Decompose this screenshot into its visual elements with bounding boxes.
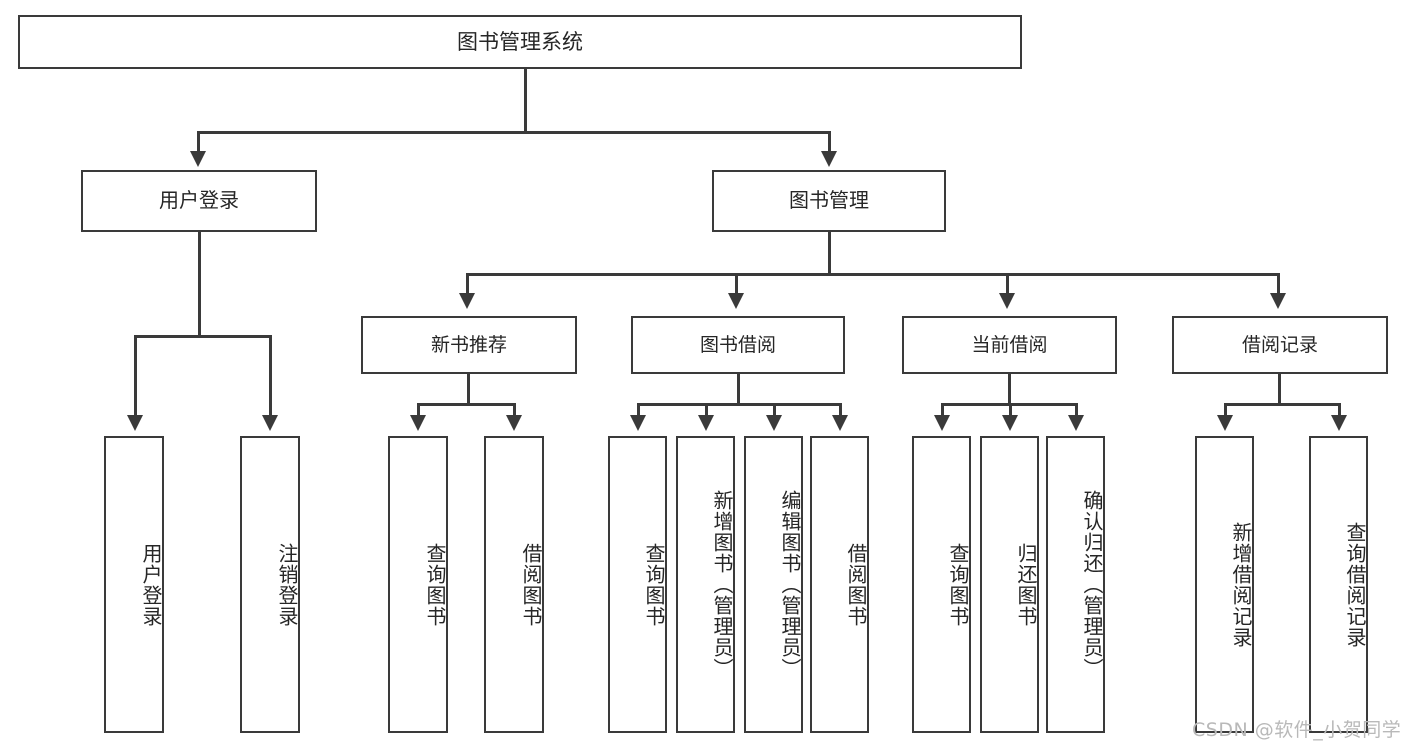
node-label: 归还图书 (1014, 542, 1038, 627)
leaf-query-book-borrow[interactable]: 查询图书 (608, 436, 667, 733)
connector-user-login-bus (134, 335, 272, 338)
leaf-borrow-book[interactable]: 借阅图书 (810, 436, 869, 733)
arrow-to-book-borrow-leaf-3 (766, 415, 782, 431)
node-new-book-recommend[interactable]: 新书推荐 (361, 316, 577, 374)
arrow-to-current-borrow-leaf-1 (934, 415, 950, 431)
connector-new-book-stem (467, 374, 470, 403)
node-label: 确认归还（管理员） (1080, 490, 1104, 679)
arrow-to-current-borrow (999, 293, 1015, 309)
node-label: 查询图书 (423, 542, 447, 627)
node-borrow-record[interactable]: 借阅记录 (1172, 316, 1388, 374)
connector-level2-drop-1 (466, 273, 469, 295)
arrow-to-borrow-record (1270, 293, 1286, 309)
connector-book-borrow-drop-1 (637, 403, 640, 417)
arrow-to-book-management (821, 151, 837, 167)
connector-new-book-drop-1 (417, 403, 420, 417)
leaf-edit-book-admin[interactable]: 编辑图书（管理员） (744, 436, 803, 733)
connector-book-management-stem (828, 232, 831, 273)
connector-book-borrow-drop-3 (773, 403, 776, 417)
leaf-add-borrow-record[interactable]: 新增借阅记录 (1195, 436, 1254, 733)
node-book-management[interactable]: 图书管理 (712, 170, 946, 232)
connector-root-drop-1 (197, 131, 200, 153)
node-label: 新书推荐 (430, 333, 507, 356)
connector-borrow-record-drop-1 (1224, 403, 1227, 417)
node-label: 图书管理系统 (457, 29, 583, 54)
node-label: 图书管理 (789, 188, 869, 213)
arrow-to-book-borrow-leaf-4 (832, 415, 848, 431)
connector-new-book-bus (417, 403, 516, 406)
connector-level2-bus (466, 273, 1280, 276)
connector-current-borrow-drop-1 (941, 403, 944, 417)
leaf-return-book[interactable]: 归还图书 (980, 436, 1039, 733)
node-user-login[interactable]: 用户登录 (81, 170, 317, 232)
node-book-borrow[interactable]: 图书借阅 (631, 316, 845, 374)
leaf-query-book-recommend[interactable]: 查询图书 (388, 436, 448, 733)
connector-root-drop-2 (828, 131, 831, 153)
leaf-add-book-admin[interactable]: 新增图书（管理员） (676, 436, 735, 733)
leaf-query-borrow-record[interactable]: 查询借阅记录 (1309, 436, 1368, 733)
arrow-to-book-borrow-leaf-2 (698, 415, 714, 431)
node-label: 图书借阅 (699, 333, 776, 356)
connector-book-borrow-stem (737, 374, 740, 403)
arrow-to-current-borrow-leaf-2 (1002, 415, 1018, 431)
connector-level2-drop-4 (1277, 273, 1280, 295)
connector-level2-drop-2 (735, 273, 738, 295)
arrow-to-current-borrow-leaf-3 (1068, 415, 1084, 431)
node-label: 新增图书（管理员） (710, 490, 734, 679)
node-label: 借阅图书 (844, 542, 868, 627)
arrow-to-logout-leaf (262, 415, 278, 431)
connector-book-borrow-bus (637, 403, 842, 406)
arrow-to-book-borrow-leaf-1 (630, 415, 646, 431)
arrow-to-new-book-leaf-2 (506, 415, 522, 431)
leaf-user-login[interactable]: 用户登录 (104, 436, 164, 733)
leaf-borrow-book-recommend[interactable]: 借阅图书 (484, 436, 544, 733)
connector-level2-drop-3 (1006, 273, 1009, 295)
connector-current-borrow-stem (1008, 374, 1011, 403)
connector-user-login-stem (198, 232, 201, 335)
connector-root-stem (524, 69, 527, 131)
connector-borrow-record-drop-2 (1338, 403, 1341, 417)
connector-user-login-drop-2 (269, 335, 272, 417)
node-label: 当前借阅 (971, 333, 1048, 356)
node-current-borrow[interactable]: 当前借阅 (902, 316, 1117, 374)
node-label: 编辑图书（管理员） (778, 490, 802, 679)
arrow-to-user-login (190, 151, 206, 167)
watermark-text: CSDN @软件_小贺同学 (1192, 719, 1402, 741)
arrow-to-borrow-record-leaf-2 (1331, 415, 1347, 431)
arrow-to-book-borrow (728, 293, 744, 309)
leaf-logout[interactable]: 注销登录 (240, 436, 300, 733)
node-label: 用户登录 (139, 542, 163, 627)
connector-borrow-record-stem (1278, 374, 1281, 403)
node-label: 查询借阅记录 (1343, 521, 1367, 648)
node-label: 用户登录 (159, 188, 239, 213)
node-label: 注销登录 (275, 542, 299, 627)
arrow-to-new-book-recommend (459, 293, 475, 309)
node-label: 查询图书 (946, 542, 970, 627)
connector-book-borrow-drop-4 (839, 403, 842, 417)
watermark: CSDN @软件_小贺同学 (1192, 715, 1401, 742)
leaf-confirm-return-admin[interactable]: 确认归还（管理员） (1046, 436, 1105, 733)
node-label: 查询图书 (642, 542, 666, 627)
connector-user-login-drop-1 (134, 335, 137, 417)
leaf-query-book-current[interactable]: 查询图书 (912, 436, 971, 733)
connector-book-borrow-drop-2 (705, 403, 708, 417)
connector-current-borrow-drop-2 (1009, 403, 1012, 417)
arrow-to-new-book-leaf-1 (410, 415, 426, 431)
node-label: 借阅记录 (1241, 333, 1318, 356)
arrow-to-user-login-leaf (127, 415, 143, 431)
node-label: 新增借阅记录 (1229, 521, 1253, 648)
connector-current-borrow-drop-3 (1075, 403, 1078, 417)
connector-borrow-record-bus (1224, 403, 1341, 406)
connector-new-book-drop-2 (513, 403, 516, 417)
node-label: 借阅图书 (519, 542, 543, 627)
arrow-to-borrow-record-leaf-1 (1217, 415, 1233, 431)
node-root-book-management-system[interactable]: 图书管理系统 (18, 15, 1022, 69)
connector-root-bus (197, 131, 831, 134)
